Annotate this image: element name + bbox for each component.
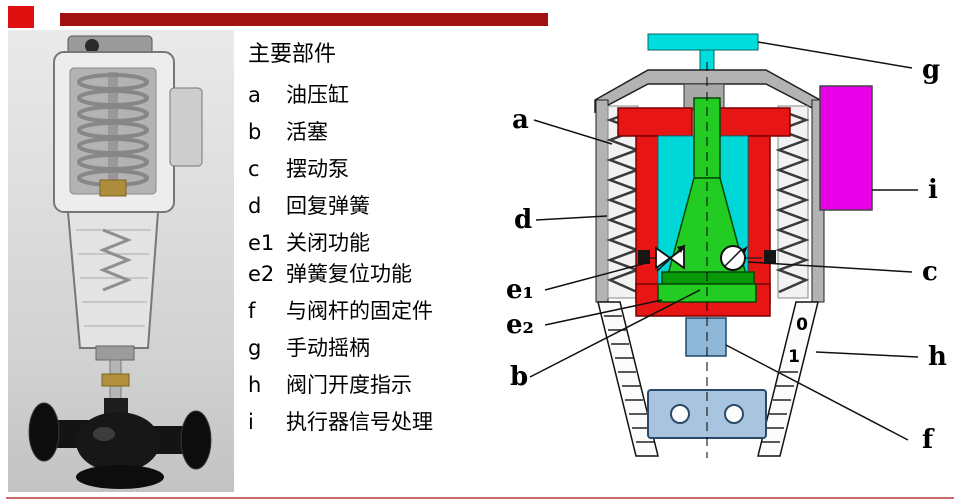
photo-valve-body bbox=[28, 398, 212, 489]
part-key: a bbox=[248, 83, 261, 107]
part-key: e2 bbox=[248, 262, 275, 286]
housing-wall-left bbox=[595, 99, 609, 303]
parts-list-item: h 阀门开度指示 bbox=[248, 373, 502, 398]
part-key: c bbox=[248, 157, 260, 181]
photo-actuator-yoke bbox=[66, 211, 160, 403]
callout-d-line bbox=[535, 215, 608, 221]
callout-e2: e₂ bbox=[506, 310, 534, 340]
part-label: 弹簧复位功能 bbox=[286, 262, 412, 286]
indicator-wall-left bbox=[597, 301, 659, 457]
part-key: e1 bbox=[248, 231, 275, 255]
part-key: f bbox=[248, 299, 256, 323]
callout-c-line bbox=[747, 261, 913, 273]
parts-list-item: a 油压缸 bbox=[248, 83, 502, 108]
callout-a-line bbox=[533, 119, 613, 145]
part-label: 阀门开度指示 bbox=[286, 373, 412, 397]
photo-flange-left bbox=[28, 402, 60, 462]
parts-list-item: c 摆动泵 bbox=[248, 157, 502, 182]
part-key: d bbox=[248, 194, 262, 218]
part-label: 执行器信号处理 bbox=[286, 410, 433, 434]
callout-h-line bbox=[815, 351, 919, 358]
slide-bottom-rule bbox=[6, 497, 954, 499]
part-label: 回复弹簧 bbox=[286, 194, 370, 218]
callout-g: g bbox=[922, 55, 940, 85]
actuator-photo-panel bbox=[8, 30, 234, 492]
part-label: 关闭功能 bbox=[286, 231, 370, 255]
callout-b: b bbox=[510, 362, 528, 392]
parts-list-title: 主要部件 bbox=[248, 42, 337, 67]
actuator-diagram: 0 1 a d e₁ e₂ b g i c h f bbox=[500, 28, 960, 474]
part-label: 手动摇柄 bbox=[286, 336, 370, 360]
callout-h: h bbox=[928, 342, 947, 372]
parts-list-item: e2 弹簧复位功能 bbox=[248, 262, 502, 287]
callout-b-line bbox=[529, 289, 701, 378]
photo-actuator-head bbox=[53, 35, 203, 213]
callout-f: f bbox=[922, 425, 935, 455]
scale-mark-0: 0 bbox=[796, 315, 808, 335]
callout-d: d bbox=[514, 205, 532, 235]
callout-e1-line bbox=[544, 261, 651, 291]
photo-dial bbox=[85, 39, 99, 53]
callout-e2-line bbox=[544, 299, 663, 326]
signal-processing-box bbox=[819, 85, 873, 211]
part-key: b bbox=[248, 120, 262, 144]
part-label: 摆动泵 bbox=[286, 157, 349, 181]
part-key: g bbox=[248, 336, 262, 360]
slide-accent-square bbox=[8, 6, 34, 28]
callout-i: i bbox=[928, 175, 938, 205]
bracket-hole bbox=[724, 404, 744, 424]
scale-mark-1: 1 bbox=[788, 347, 800, 367]
shutoff-valve-e1 bbox=[638, 244, 686, 272]
callout-c: c bbox=[922, 257, 938, 287]
parts-list-item: e1 关闭功能 bbox=[248, 231, 502, 256]
actuator-schematic: 0 1 a d e₁ e₂ b g i c h f bbox=[506, 33, 947, 458]
part-key: i bbox=[248, 410, 254, 434]
callout-f-line bbox=[725, 344, 909, 441]
part-label: 油压缸 bbox=[286, 83, 349, 107]
parts-list-item: f 与阀杆的固定件 bbox=[248, 299, 502, 324]
bracket-hole bbox=[670, 404, 690, 424]
parts-list: 主要部件 a 油压缸 b 活塞 c 摆动泵 d 回复弹簧 e1 关闭功能 e2 … bbox=[248, 42, 502, 447]
parts-list-item: b 活塞 bbox=[248, 120, 502, 145]
parts-list-item: d 回复弹簧 bbox=[248, 194, 502, 219]
part-key: h bbox=[248, 373, 262, 397]
callout-g-line bbox=[757, 41, 913, 69]
actuator-photo bbox=[8, 30, 234, 492]
part-label: 活塞 bbox=[286, 120, 328, 144]
callout-a: a bbox=[512, 105, 529, 135]
part-label: 与阀杆的固定件 bbox=[286, 299, 433, 323]
photo-flange-right bbox=[180, 410, 212, 470]
indicator-wall-right: 0 1 bbox=[757, 301, 819, 457]
callout-e1: e₁ bbox=[506, 275, 534, 305]
parts-list-item: i 执行器信号处理 bbox=[248, 410, 502, 435]
stem-fixing-block bbox=[685, 317, 727, 357]
photo-flange-bottom bbox=[76, 465, 164, 489]
oscillating-pump bbox=[720, 245, 776, 271]
parts-list-item: g 手动摇柄 bbox=[248, 336, 502, 361]
slide-title-bar bbox=[60, 13, 548, 26]
